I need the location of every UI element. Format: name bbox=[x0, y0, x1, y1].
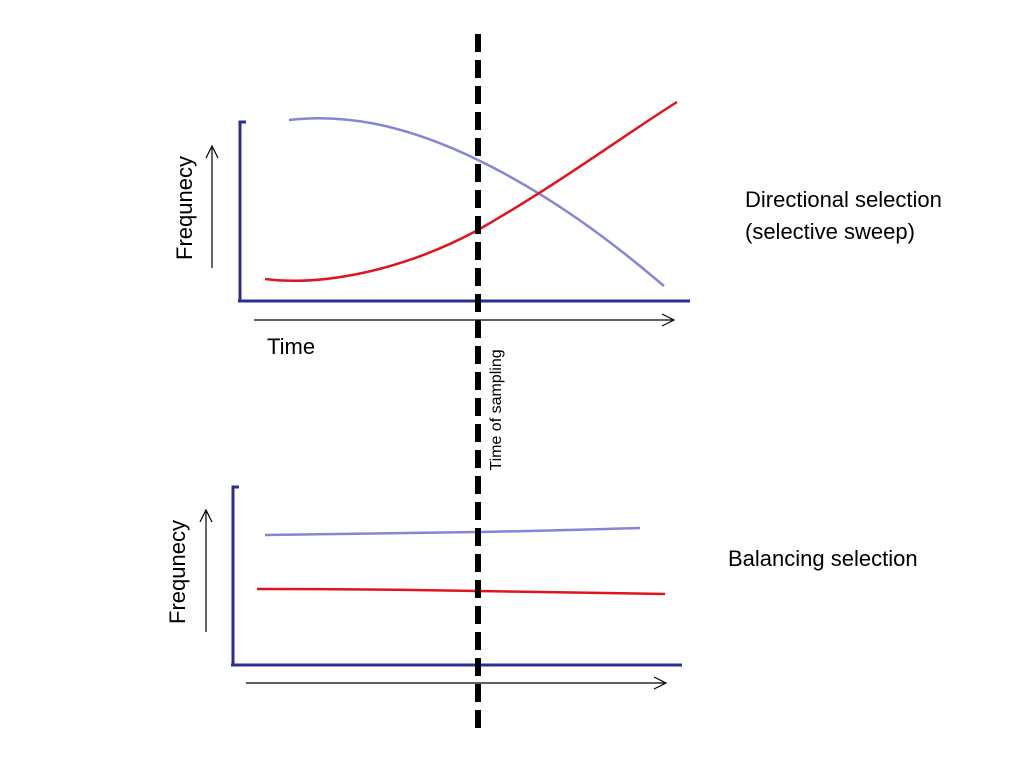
top-red-curve bbox=[264, 100, 678, 282]
bottom-y-arrow bbox=[199, 508, 213, 632]
top-y-axis-label: Frequnecy bbox=[172, 156, 197, 260]
sampling-line-label: Time of sampling bbox=[488, 349, 505, 470]
directional-description-line-1: Directional selection bbox=[745, 187, 942, 212]
top-y-axis bbox=[238, 120, 246, 301]
balancing-description: Balancing selection bbox=[728, 546, 918, 571]
top-blue-curve bbox=[288, 116, 665, 287]
top-x-arrow bbox=[254, 313, 676, 327]
bottom-red-curve bbox=[256, 587, 666, 596]
directional-description-line-2: (selective sweep) bbox=[745, 219, 915, 244]
bottom-y-axis bbox=[231, 485, 239, 665]
panel-directional bbox=[205, 100, 690, 327]
bottom-y-axis-label: Frequnecy bbox=[165, 520, 190, 624]
top-y-arrow bbox=[205, 144, 219, 268]
top-x-axis-label: Time bbox=[267, 334, 316, 359]
panel-balancing bbox=[199, 485, 682, 690]
bottom-blue-curve bbox=[264, 526, 641, 537]
bottom-x-arrow bbox=[246, 676, 668, 690]
